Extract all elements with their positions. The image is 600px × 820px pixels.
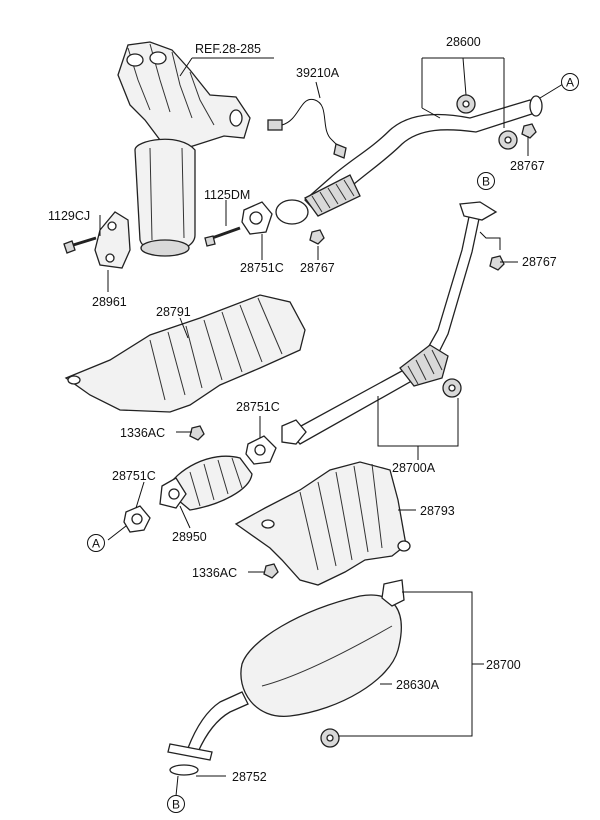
nut-mid bbox=[309, 229, 325, 245]
manifold-catalyst-body bbox=[134, 138, 196, 257]
label-gasket-mid: 28751C bbox=[236, 400, 280, 414]
catalytic-converter bbox=[159, 455, 253, 511]
exhaust-manifold bbox=[117, 41, 251, 151]
nut-right bbox=[489, 255, 505, 271]
label-heat-shield-rear: 28793 bbox=[420, 504, 455, 518]
connector-b-bottom: B bbox=[167, 795, 185, 813]
bracket-28961 bbox=[94, 211, 131, 269]
label-sensor: 39210A bbox=[296, 66, 340, 80]
label-nut-top-right: 28767 bbox=[510, 159, 545, 173]
gasket-top bbox=[241, 201, 273, 235]
label-nut-right: 28767 bbox=[522, 255, 557, 269]
label-gasket-top: 28751C bbox=[240, 261, 284, 275]
label-center-pipe: 28700A bbox=[392, 461, 436, 475]
connector-a-top: A bbox=[561, 73, 579, 91]
label-muffler-assy: 28700 bbox=[486, 658, 521, 672]
nut-1336ac-rear bbox=[263, 563, 279, 579]
stud-1125dm bbox=[204, 226, 241, 247]
heat-shield-front bbox=[64, 294, 306, 413]
svg-text:B: B bbox=[482, 175, 490, 189]
center-pipe bbox=[281, 201, 498, 445]
svg-text:B: B bbox=[172, 798, 180, 812]
nut-top-right bbox=[521, 123, 537, 139]
bolt-1129cj bbox=[63, 236, 97, 254]
label-nut-shield-front: 1336AC bbox=[120, 426, 165, 440]
connector-a-bottom: A bbox=[87, 534, 105, 552]
label-hangers-top: 28600 bbox=[446, 35, 481, 49]
svg-text:A: A bbox=[566, 76, 574, 90]
nut-1336ac-front bbox=[189, 425, 205, 441]
gasket-left bbox=[123, 505, 151, 533]
label-stud: 1125DM bbox=[204, 188, 250, 202]
label-bolt-left: 1129CJ bbox=[48, 209, 90, 223]
rubber-hangers-top bbox=[456, 94, 518, 150]
label-catalytic: 28950 bbox=[172, 530, 207, 544]
oxygen-sensor bbox=[267, 98, 347, 159]
label-gasket-left: 28751C bbox=[112, 469, 156, 483]
muffler bbox=[187, 579, 405, 753]
heat-shield-rear bbox=[234, 461, 411, 586]
connector-b-top: B bbox=[477, 172, 495, 190]
label-muffler: 28630A bbox=[396, 678, 440, 692]
label-ref: REF.28-285 bbox=[195, 42, 261, 56]
label-nut-mid: 28767 bbox=[300, 261, 335, 275]
leader-lines bbox=[99, 57, 564, 797]
front-pipe bbox=[275, 95, 543, 225]
label-nut-shield-rear: 1336AC bbox=[192, 566, 237, 580]
label-heat-shield-front: 28791 bbox=[156, 305, 191, 319]
gasket-bottom bbox=[167, 743, 213, 776]
gasket-mid bbox=[245, 435, 277, 465]
svg-text:A: A bbox=[92, 537, 100, 551]
label-bracket: 28961 bbox=[92, 295, 127, 309]
label-gasket-bottom: 28752 bbox=[232, 770, 267, 784]
